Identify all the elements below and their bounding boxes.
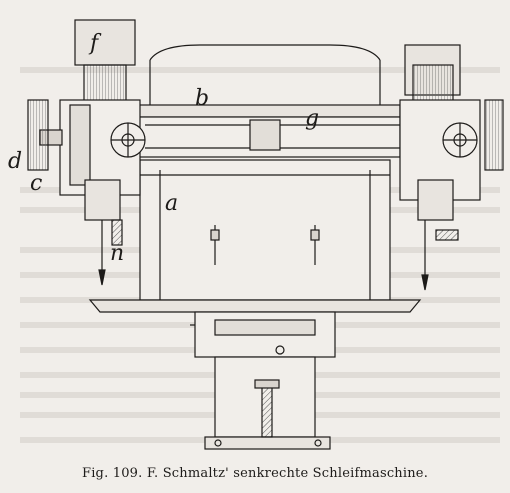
label-n: n: [110, 241, 124, 266]
label-d: d: [8, 149, 22, 174]
machine-illustration: f b g d c a n: [8, 19, 504, 450]
label-c: c: [30, 171, 42, 196]
work-table: [88, 299, 422, 358]
caption-number: Fig. 109.: [81, 466, 143, 481]
center-tools: [210, 225, 320, 265]
machine-base: [204, 356, 331, 450]
right-spindle-head: [399, 44, 504, 291]
left-spindle-head: [27, 19, 146, 286]
caption-text: F. Schmaltz' senkrechte Schleifmaschine.: [146, 466, 429, 481]
crossbeam: [129, 104, 401, 158]
figure-caption: Fig. 109. F. Schmaltz' senkrechte Schlei…: [0, 466, 510, 481]
machine-frame: [139, 159, 391, 301]
top-rail: [149, 44, 381, 105]
label-g: g: [305, 106, 319, 131]
figure-labels: f b g d c a n: [8, 31, 319, 266]
label-b: b: [195, 86, 209, 111]
label-a: a: [165, 191, 178, 216]
